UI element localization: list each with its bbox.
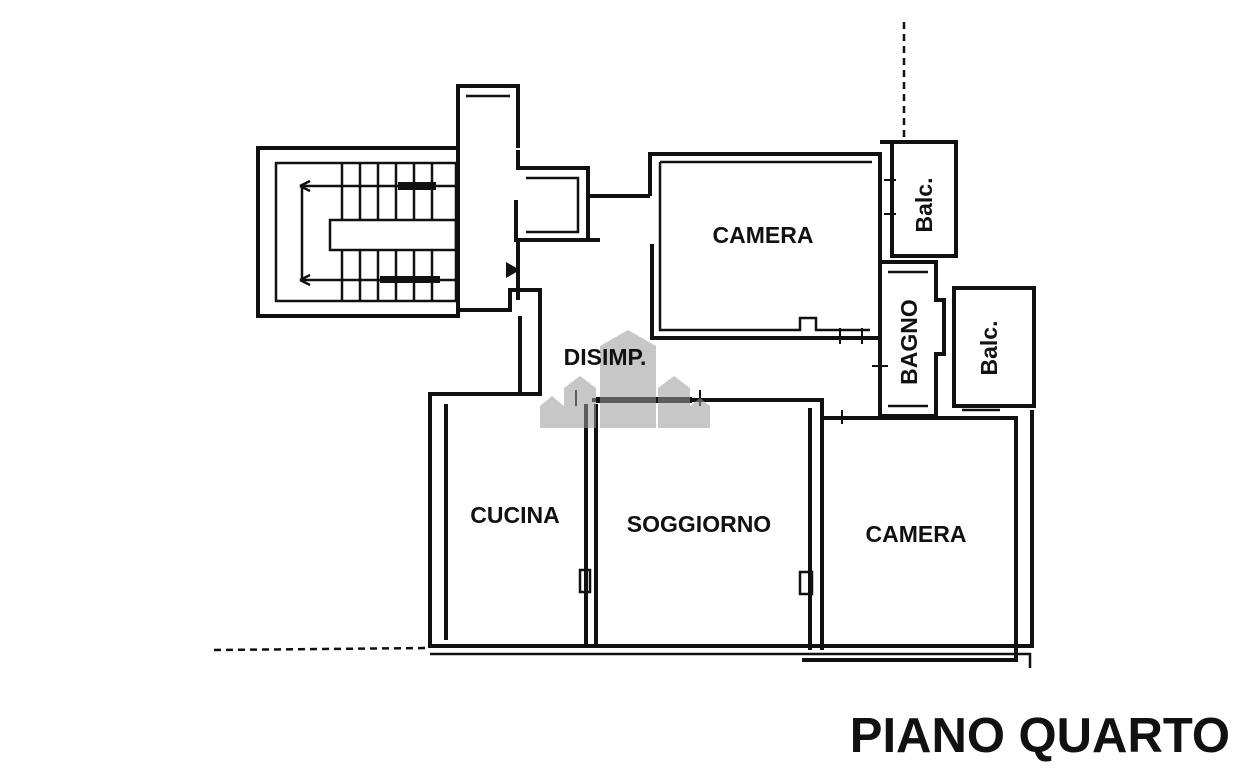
- label-camera-bottom: CAMERA: [866, 521, 967, 547]
- label-cucina: CUCINA: [470, 502, 559, 528]
- balcony-top: [880, 140, 958, 258]
- boundary-dashed-left: [213, 646, 429, 652]
- balcony-right: [952, 286, 1036, 412]
- label-camera-top: CAMERA: [713, 222, 814, 248]
- label-balc-top: Balc.: [911, 178, 937, 233]
- label-balc-right: Balc.: [976, 321, 1002, 376]
- camera-top-room: [648, 152, 882, 344]
- label-disimp: DISIMP.: [564, 344, 647, 370]
- entrance-corridor: [456, 84, 650, 395]
- label-soggiorno: SOGGIORNO: [627, 511, 771, 537]
- label-bagno: BAGNO: [896, 299, 922, 385]
- floor-title: PIANO QUARTO: [850, 709, 1230, 763]
- staircase: [256, 146, 460, 318]
- watermark-logo: [540, 330, 710, 428]
